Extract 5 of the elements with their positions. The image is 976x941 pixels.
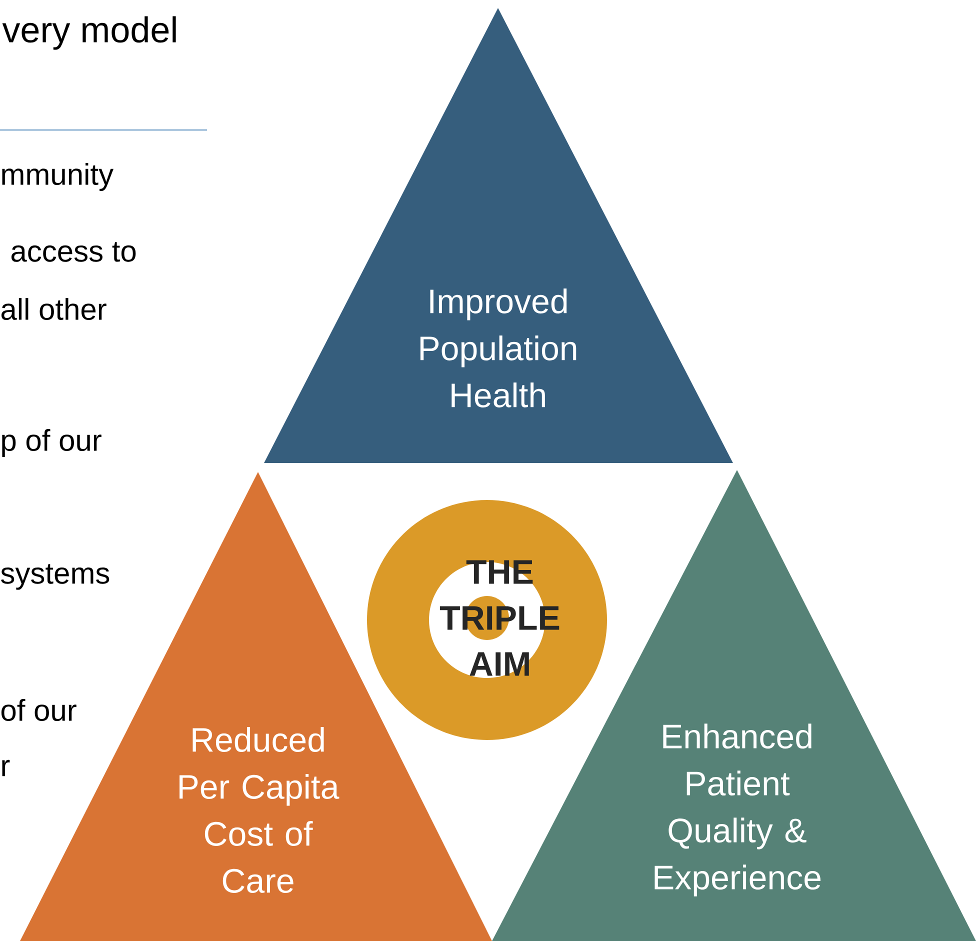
- text: access to: [11, 242, 136, 262]
- text: all other: [1, 298, 106, 320]
- text: mmunity: [2, 163, 114, 191]
- text: very model: [2, 16, 176, 50]
- triangle: Improved Population Health: [264, 8, 733, 463]
